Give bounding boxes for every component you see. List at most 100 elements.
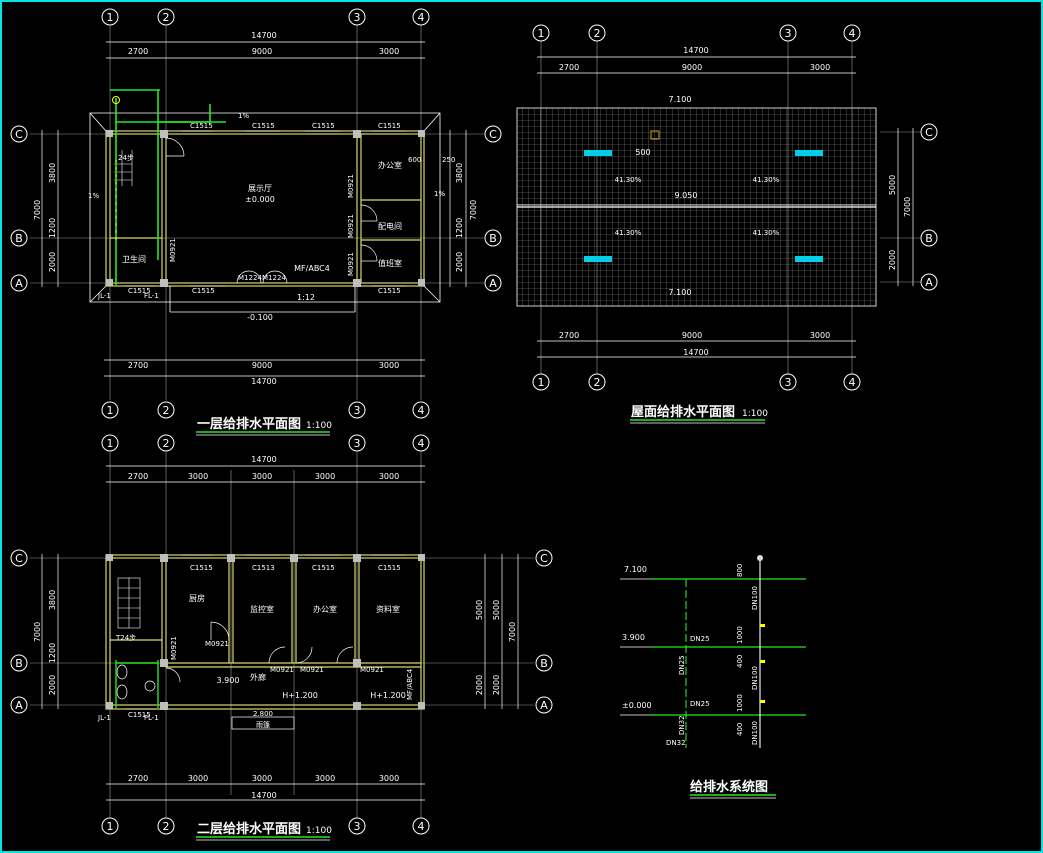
system-level-3: ±0.000 bbox=[622, 701, 652, 710]
roof-baxis-1: 1 bbox=[538, 376, 545, 389]
roof-group: 1 2 3 4 14700 2700 9000 3000 2700 9000 3… bbox=[516, 24, 938, 424]
plan1-vdim-1: 3800 bbox=[48, 163, 57, 183]
roof-axis-3: 3 bbox=[785, 27, 792, 40]
plan2-axis-C-left: C bbox=[15, 552, 23, 565]
plan2-group: 1 2 3 4 14700 2700 3000 3000 3000 3000 2… bbox=[10, 434, 553, 841]
plan1-bottom-total: 14700 bbox=[251, 377, 276, 386]
system-pipe-6: DN100 bbox=[751, 586, 759, 610]
plan1-vtotal-left: 7000 bbox=[33, 200, 42, 220]
plan1-baxis-2: 2 bbox=[163, 404, 170, 417]
plan2-span-2: 3000 bbox=[188, 472, 208, 481]
plan1-room-office: 办公室 bbox=[378, 160, 402, 170]
plan2-bspan-2: 3000 bbox=[188, 774, 208, 783]
roof-axis-2: 2 bbox=[594, 27, 601, 40]
system-dim-1: 800 bbox=[736, 564, 744, 577]
roof-axis-B: B bbox=[925, 232, 933, 245]
plan2-door-3: M0921 bbox=[300, 666, 324, 674]
system-title: 给排水系统图 bbox=[690, 779, 768, 795]
plan2-door-1: M0921 bbox=[205, 640, 229, 648]
plan1-dim250: 250 bbox=[442, 156, 455, 164]
plan1-title: 一层给排水平面图 bbox=[197, 416, 301, 432]
plan2-baxis-3: 3 bbox=[354, 820, 361, 833]
plan2-window-5: C1515 bbox=[128, 711, 151, 719]
plan2-axis-A-right: A bbox=[540, 699, 548, 712]
plan1-room-duty: 值班室 bbox=[378, 258, 402, 268]
plan2-vtotal: 7000 bbox=[33, 622, 42, 642]
plan1-rvdim-2: 1200 bbox=[455, 218, 464, 238]
roof-span-2: 9000 bbox=[682, 63, 702, 72]
system-dim-3: 400 bbox=[736, 655, 744, 668]
roof-span-3: 3000 bbox=[810, 63, 830, 72]
plan1-fl-left: JL-1 bbox=[97, 292, 111, 300]
system-pipe-5: DN32 bbox=[666, 739, 686, 747]
plan2-rvdim-1: 5000 bbox=[475, 600, 484, 620]
plan1-dim600: 600 bbox=[408, 156, 421, 164]
plan1-total-dim: 14700 bbox=[251, 31, 276, 40]
plan2-span-1: 2700 bbox=[128, 472, 148, 481]
plan1-room-hall: 展示厅 bbox=[248, 184, 272, 193]
plan1-pct-1: 1% bbox=[238, 112, 249, 120]
plan1-axis-C-right: C bbox=[489, 128, 497, 141]
axis-3-label: 3 bbox=[354, 11, 361, 24]
plan2-window-1: C1515 bbox=[190, 564, 213, 572]
system-level-1: 7.100 bbox=[624, 565, 647, 574]
plan1-bottom-span-3: 3000 bbox=[379, 361, 399, 370]
plan1-window-6: C1515 bbox=[192, 287, 215, 295]
plan2-window-4: C1515 bbox=[378, 564, 401, 572]
roof-ridge: 9.050 bbox=[675, 191, 698, 200]
plan2-rvtotal: 7000 bbox=[508, 622, 517, 642]
roof-baxis-2: 2 bbox=[594, 376, 601, 389]
plan2-room-archive: 资料室 bbox=[376, 604, 400, 614]
roof-slope-3: 41.30% bbox=[615, 229, 642, 237]
roof-bspan-3: 3000 bbox=[810, 331, 830, 340]
axis-2-label: 2 bbox=[163, 11, 170, 24]
plan2-room-kitchen: 厨房 bbox=[189, 593, 205, 603]
roof-slope-4: 41.30% bbox=[753, 229, 780, 237]
roof-axis-1: 1 bbox=[538, 27, 545, 40]
plan2-rvdim-2: 2000 bbox=[475, 675, 484, 695]
plan2-scale: 1:100 bbox=[306, 826, 332, 836]
plan2-extinguisher: MF/ABC4 bbox=[406, 668, 414, 700]
plan1-axis-C-left: C bbox=[15, 128, 23, 141]
plan1-span-3: 3000 bbox=[379, 47, 399, 56]
plan2-door-4: M0921 bbox=[360, 666, 384, 674]
plan2-baxis-1: 1 bbox=[107, 820, 114, 833]
plan1-pct-2: 1% bbox=[88, 192, 99, 200]
plan1-door-6: M0921 bbox=[169, 238, 177, 262]
system-dim-5: 400 bbox=[736, 723, 744, 736]
system-pipe-1: DN25 bbox=[690, 635, 710, 643]
plan2-door-5: M0921 bbox=[170, 636, 178, 660]
plan1-window-5: C1515 bbox=[128, 287, 151, 295]
plan1-group: 1 2 3 4 14700 2700 9000 3000 2700 9000 3… bbox=[10, 8, 502, 436]
plan1-baxis-1: 1 bbox=[107, 404, 114, 417]
roof-drain-3 bbox=[584, 256, 612, 262]
roof-scale: 1:100 bbox=[742, 409, 768, 419]
roof-vdim-2: 2000 bbox=[888, 250, 897, 270]
plan1-window-7: C1515 bbox=[378, 287, 401, 295]
plan1-rvdim-3: 2000 bbox=[455, 252, 464, 272]
plan1-window-3: C1515 bbox=[312, 122, 335, 130]
roof-bspan-1: 2700 bbox=[559, 331, 579, 340]
roof-title: 屋面给排水平面图 bbox=[631, 404, 735, 420]
plan2-title: 二层给排水平面图 bbox=[197, 821, 301, 837]
plan2-fl-left: JL-1 bbox=[97, 714, 111, 722]
plan2-elev-h1: H+1.200 bbox=[282, 691, 318, 700]
plan2-room-gallery: 外廊 bbox=[250, 672, 266, 682]
plan1-elev-hall: ±0.000 bbox=[245, 195, 275, 204]
roof-drain-2 bbox=[795, 150, 823, 156]
plan2-span-3: 3000 bbox=[252, 472, 272, 481]
plan1-axis-B-left: B bbox=[15, 232, 23, 245]
plan2-elev-floor: 3.900 bbox=[217, 676, 240, 685]
plan2-bspan-4: 3000 bbox=[315, 774, 335, 783]
plan2-bspan-1: 2700 bbox=[128, 774, 148, 783]
plan2-window-2: C1513 bbox=[252, 564, 275, 572]
plan2-span-5: 3000 bbox=[379, 472, 399, 481]
plan2-baxis-2: 2 bbox=[163, 820, 170, 833]
plan2-axis-3: 3 bbox=[354, 437, 361, 450]
plan1-span-1: 2700 bbox=[128, 47, 148, 56]
roof-vtotal: 7000 bbox=[903, 197, 912, 217]
plan1-vdim-2: 1200 bbox=[48, 218, 57, 238]
plan2-axis-4: 4 bbox=[418, 437, 425, 450]
plan2-vdim-1: 3800 bbox=[48, 590, 57, 610]
